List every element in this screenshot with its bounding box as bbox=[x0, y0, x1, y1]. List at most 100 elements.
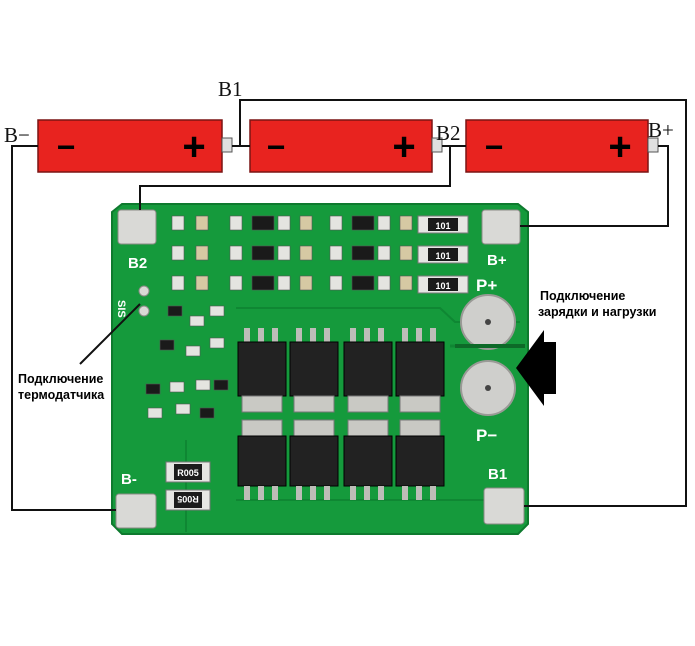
sense-resistor-label-1: R005 bbox=[177, 468, 199, 478]
mosfet-tab bbox=[293, 419, 335, 437]
silk-b-minus: B- bbox=[121, 471, 137, 488]
charge-load-caption-line1: Подключение bbox=[540, 289, 625, 303]
smd-part bbox=[377, 275, 391, 291]
mosfet-tab bbox=[293, 395, 335, 413]
wire-b2 bbox=[139, 146, 451, 210]
label-b-plus: B+ bbox=[648, 118, 674, 142]
label-b2: B2 bbox=[436, 121, 461, 145]
mosfet-lead bbox=[364, 486, 370, 500]
mosfet-tab bbox=[347, 419, 389, 437]
wires bbox=[11, 99, 687, 511]
silk-p-plus: P+ bbox=[476, 276, 497, 295]
pad-b-minus bbox=[115, 493, 157, 529]
p-divider bbox=[455, 344, 525, 348]
smd-part bbox=[299, 275, 313, 291]
mosfet-tab bbox=[347, 395, 389, 413]
smd-part bbox=[213, 379, 229, 391]
thermo-caption-line2: термодатчика bbox=[18, 388, 105, 402]
smd-part bbox=[229, 245, 243, 261]
label-b1: B1 bbox=[218, 77, 243, 101]
smd-part bbox=[351, 245, 375, 261]
mosfet-lead bbox=[244, 328, 250, 342]
mosfet-tab bbox=[241, 419, 283, 437]
smd-part bbox=[195, 245, 209, 261]
smd-part bbox=[145, 383, 161, 395]
smd-part bbox=[299, 245, 313, 261]
silk-b-plus: B+ bbox=[487, 252, 507, 269]
smd-part bbox=[167, 305, 183, 317]
smd-part bbox=[159, 339, 175, 351]
battery-2-plus-sign: + bbox=[392, 125, 415, 169]
silk-b1: B1 bbox=[488, 466, 507, 483]
mosfet-lead bbox=[244, 486, 250, 500]
smd-part bbox=[171, 215, 185, 231]
sis-point-2 bbox=[138, 305, 150, 317]
smd-part bbox=[399, 245, 413, 261]
smd-part bbox=[399, 275, 413, 291]
battery-3: − + bbox=[465, 119, 659, 173]
mosfet-lead bbox=[296, 328, 302, 342]
thermo-pointer bbox=[79, 303, 141, 365]
smd-component-rows bbox=[145, 215, 413, 419]
mosfet-body bbox=[289, 341, 339, 397]
mosfet-array bbox=[237, 328, 445, 500]
smd-part bbox=[277, 275, 291, 291]
mosfet-body bbox=[395, 435, 445, 487]
battery-3-minus-sign: − bbox=[485, 129, 504, 165]
mosfet-lead bbox=[272, 486, 278, 500]
mosfet-lead bbox=[310, 486, 316, 500]
mosfet-lead bbox=[272, 328, 278, 342]
sense-resistor-label-2: R005 bbox=[177, 494, 199, 504]
mosfet-lead bbox=[378, 486, 384, 500]
mosfet-body bbox=[237, 435, 287, 487]
p-minus-pad bbox=[460, 360, 516, 416]
battery-2: − + bbox=[249, 119, 443, 173]
smd-part bbox=[147, 407, 163, 419]
silk-p-minus: P− bbox=[476, 426, 497, 445]
mosfet-lead bbox=[310, 328, 316, 342]
mosfet-body bbox=[289, 435, 339, 487]
shunt-label-1: 101 bbox=[435, 221, 450, 231]
pad-b2 bbox=[117, 209, 157, 245]
silk-b2: B2 bbox=[128, 255, 147, 272]
silk-sis: SIS bbox=[115, 300, 127, 318]
smd-part bbox=[329, 215, 343, 231]
mosfet-lead bbox=[402, 486, 408, 500]
battery-2-minus-sign: − bbox=[267, 129, 286, 165]
label-b-minus: B− bbox=[4, 123, 30, 147]
wire-b1-long bbox=[239, 99, 687, 507]
smd-part bbox=[277, 245, 291, 261]
sis-point-1 bbox=[138, 285, 150, 297]
smd-part bbox=[195, 215, 209, 231]
mosfet-lead bbox=[350, 328, 356, 342]
smd-part bbox=[171, 275, 185, 291]
wire-b-minus bbox=[11, 145, 116, 511]
mosfet-body bbox=[395, 341, 445, 397]
smd-part bbox=[251, 245, 275, 261]
mosfet-lead bbox=[258, 328, 264, 342]
charge-load-caption-line2: зарядки и нагрузки bbox=[538, 305, 656, 319]
battery-1-minus-sign: − bbox=[57, 129, 76, 165]
smd-part bbox=[377, 245, 391, 261]
mosfet-lead bbox=[324, 486, 330, 500]
charge-load-arrow bbox=[516, 330, 556, 406]
battery-1: − + bbox=[37, 119, 233, 173]
mosfet-tab bbox=[241, 395, 283, 413]
smd-part bbox=[169, 381, 185, 393]
mosfet-lead bbox=[350, 486, 356, 500]
mosfet-tab bbox=[399, 395, 441, 413]
mosfet-body bbox=[343, 341, 393, 397]
battery-1-plus-sign: + bbox=[182, 125, 205, 169]
pad-b-plus bbox=[481, 209, 521, 245]
battery-3-plus-sign: + bbox=[608, 125, 631, 169]
shunt-resistor-1: 101 bbox=[417, 215, 469, 234]
mosfet-lead bbox=[430, 328, 436, 342]
mosfet-lead bbox=[416, 486, 422, 500]
mosfet-lead bbox=[296, 486, 302, 500]
smd-part bbox=[377, 215, 391, 231]
mosfet-body bbox=[343, 435, 393, 487]
smd-part bbox=[195, 379, 211, 391]
smd-part bbox=[299, 215, 313, 231]
